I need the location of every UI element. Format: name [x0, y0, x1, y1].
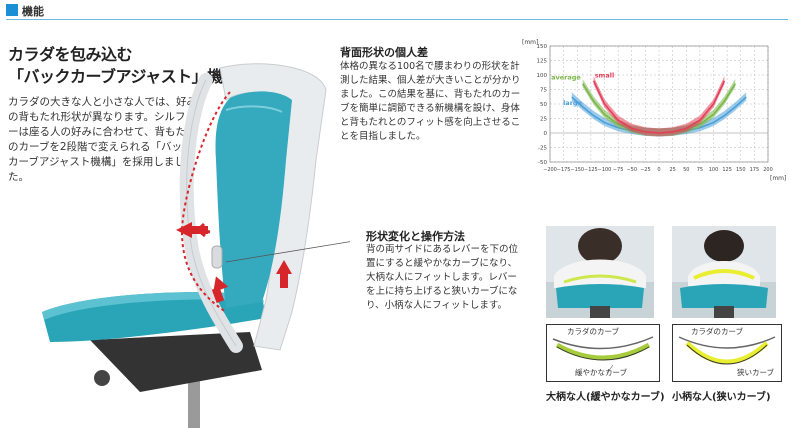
y-tick-label: -50: [538, 160, 547, 166]
back-shape-chart: [mm] [mm] -50-250255075100125150−200−175…: [522, 39, 786, 182]
x-tick-label: −100: [598, 167, 612, 173]
x-tick-label: −25: [640, 167, 651, 173]
x-tick-label: 25: [669, 167, 675, 173]
arrow-left-icon: [176, 222, 192, 238]
diagram-small-curve-label: カラダのカーブ: [691, 327, 744, 336]
chair-illustration: [42, 63, 350, 428]
main-body: カラダの大きな人と小さな人では、好みの背もたれ形状が異なります。シルフィーは座る…: [8, 96, 197, 183]
x-tick-label: 100: [709, 167, 719, 173]
arrow-up-icon: [276, 260, 292, 274]
x-tick-label: −50: [626, 167, 637, 173]
section-header: 機能: [0, 0, 792, 20]
photo-large-person: [546, 226, 654, 318]
main-heading-line2: 「バックカーブアジャスト」機構: [8, 67, 239, 86]
y-unit-label: [mm]: [522, 39, 538, 46]
head: [578, 228, 622, 264]
x-tick-label: −200: [543, 167, 557, 173]
y-tick-label: 0: [544, 131, 548, 137]
shirt: [554, 259, 646, 288]
series-band-small: [593, 76, 725, 137]
y-tick-label: 50: [540, 102, 547, 108]
caption-small: 小柄な人(狭いカーブ): [672, 392, 771, 403]
x-tick-label: 0: [657, 167, 660, 173]
y-tick-label: 150: [537, 44, 548, 50]
diagram-large: カラダのカーブ 緩やかなカーブ: [546, 324, 660, 382]
diagram-small: カラダのカーブ 狭いカーブ: [672, 324, 782, 382]
diagram-large-curve-label: カラダのカーブ: [567, 327, 620, 336]
y-tick-label: 100: [537, 73, 548, 79]
x-tick-label: 125: [722, 167, 732, 173]
main-heading-line1: カラダを包み込む: [8, 45, 133, 64]
x-tick-label: 50: [683, 167, 689, 173]
diagram-large-chair-label: 緩やかなカーブ: [575, 368, 628, 377]
x-tick-label: 200: [763, 167, 773, 173]
x-tick-label: 175: [750, 167, 760, 173]
series-label-small: small: [595, 71, 614, 79]
y-tick-label: 125: [537, 59, 548, 65]
chair-pole: [188, 380, 200, 428]
y-tick-label: -25: [538, 146, 547, 152]
y-tick-label: 25: [540, 117, 547, 123]
caption-large: 大柄な人(緩やかなカーブ): [546, 392, 665, 403]
x-tick-label: −75: [613, 167, 624, 173]
x-unit-label: [mm]: [770, 175, 786, 182]
section2-title: 形状変化と操作方法: [366, 230, 465, 243]
photo-small-person: [672, 226, 776, 318]
x-tick-label: 75: [697, 167, 703, 173]
x-tick-label: −125: [584, 167, 598, 173]
series-line-small: [592, 80, 726, 134]
section-marker: [6, 4, 18, 16]
x-tick-label: −175: [557, 167, 571, 173]
section1-title: 背面形状の個人差: [340, 46, 428, 59]
x-tick-label: 150: [736, 167, 746, 173]
section2-body: 背の両サイドにあるレバーを下の位置にすると緩やかなカーブになり、大柄な人にフィッ…: [366, 244, 519, 311]
section-title: 機能: [22, 5, 44, 18]
section1-body: 体格の異なる100名で腰まわりの形状を計測した結果、個人差が大きいことが分かりま…: [340, 61, 521, 142]
diagram-small-chair-label: 狭いカーブ: [737, 368, 775, 377]
chair-lever: [211, 245, 223, 269]
x-tick-label: −150: [570, 167, 584, 173]
plot-frame: [549, 45, 769, 163]
chair-back-mesh: [215, 91, 292, 308]
header-divider: [6, 19, 788, 20]
head: [704, 230, 744, 262]
chair-knob: [94, 370, 110, 386]
main-heading: カラダを包み込む 「バックカーブアジャスト」機構: [8, 44, 239, 88]
chair-mechanism: [90, 332, 262, 392]
y-tick-label: 75: [540, 88, 547, 94]
series-label-large: large: [563, 99, 582, 107]
shirt: [688, 261, 760, 286]
series-label-average: average: [551, 74, 581, 82]
